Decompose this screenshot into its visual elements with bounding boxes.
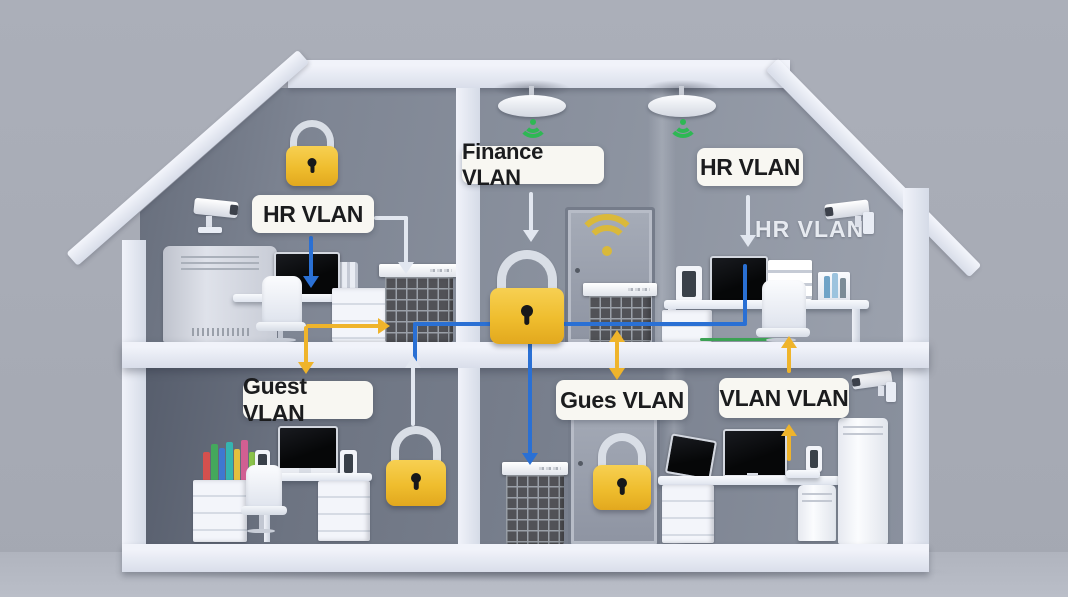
wall-text-hr-vlan: HR VLAN	[755, 216, 865, 242]
chair-seat	[756, 328, 810, 337]
arrow-up-head	[781, 336, 797, 348]
router	[786, 470, 820, 478]
firewall-bricks	[506, 475, 564, 544]
phone-dock	[340, 450, 357, 477]
gray-connector-line	[374, 216, 408, 220]
arrow-down-head	[523, 230, 539, 242]
access-point-icon	[640, 79, 724, 117]
security-camera-icon	[190, 197, 244, 236]
roof-flat	[288, 60, 790, 88]
yellow-connector-line	[615, 341, 619, 369]
vlan-label-text: HR VLAN	[699, 153, 801, 180]
padlock-icon	[490, 250, 564, 344]
access-point-icon	[490, 79, 574, 117]
room-divider-upper	[456, 88, 480, 342]
phone-dock	[676, 266, 702, 302]
firewall-icon	[583, 283, 657, 296]
floor-slab-bottom	[122, 544, 929, 572]
monitor-stand	[299, 468, 311, 474]
server-tower	[838, 418, 888, 544]
gray-arrow-line	[529, 192, 533, 232]
arrow-down-head	[303, 276, 319, 288]
arrow-down-head	[740, 235, 756, 247]
security-camera-icon	[823, 199, 879, 236]
office-chair	[246, 465, 282, 511]
floor-slab-mid	[122, 342, 929, 368]
chair-seat	[241, 506, 287, 515]
padlock-icon	[386, 426, 446, 506]
wall-left	[122, 240, 146, 572]
arrow-up-head	[405, 356, 421, 368]
pc-tower	[798, 485, 836, 541]
vlan-label-text: Finance VLAN	[462, 139, 544, 190]
chair-base	[266, 338, 296, 342]
vlan-label-finance: Finance VLAN	[462, 139, 604, 190]
desk-leg	[852, 309, 860, 342]
arrow-up-head	[609, 330, 625, 342]
drawer-unit	[662, 485, 714, 543]
chair-post	[278, 331, 283, 339]
chair-seat	[256, 322, 306, 331]
yellow-network-line	[306, 324, 380, 328]
arrow-down-head	[398, 262, 414, 274]
wifi-icon	[575, 214, 639, 260]
yellow-connector-line	[787, 347, 791, 373]
arrow-down-head	[298, 362, 314, 374]
arrow-up-head	[781, 424, 797, 436]
chair-base	[247, 529, 275, 533]
monitor	[664, 433, 718, 481]
blue-connector-line	[528, 337, 532, 455]
yellow-connector-line	[787, 435, 791, 461]
padlock-icon	[286, 120, 338, 186]
vlan-label-guest-center: Gues VLAN	[556, 380, 688, 420]
blue-network-line	[413, 322, 747, 326]
gray-connector-line	[404, 216, 408, 264]
monitor	[710, 256, 768, 304]
vlan-label-hr-attic: HR VLAN	[252, 195, 374, 233]
drawer-unit	[318, 481, 370, 541]
blue-network-riser	[743, 264, 747, 324]
wifi-status-icon	[518, 108, 548, 138]
vlan-label-hr-right: HR VLAN	[697, 148, 803, 186]
blue-network-drop	[413, 324, 417, 362]
drawer-unit	[193, 480, 247, 542]
wall-right	[903, 188, 929, 572]
cable-green	[700, 338, 775, 341]
file-holder	[818, 272, 850, 302]
arrow-right-head	[378, 318, 390, 334]
wifi-status-icon	[668, 108, 698, 138]
firewall-icon	[379, 264, 459, 277]
vlan-label-text: HR VLAN	[262, 200, 364, 227]
padlock-icon	[593, 433, 651, 510]
desk	[260, 473, 372, 481]
desk	[658, 476, 840, 485]
modem	[806, 446, 822, 472]
firewall-bricks	[385, 277, 453, 342]
office-chair	[262, 276, 302, 326]
desk	[233, 294, 395, 302]
room-divider-lower	[458, 368, 480, 544]
gray-arrow-line	[411, 366, 415, 426]
vlan-label-vlan-right: VLAN VLAN	[719, 378, 849, 418]
drawer-unit	[662, 310, 712, 342]
blue-arrow-line	[309, 236, 313, 278]
arrow-down-head	[522, 453, 538, 465]
chair-post	[259, 515, 264, 529]
vlan-label-text: Guest VLAN	[243, 373, 307, 426]
arrow-down-head	[609, 368, 625, 380]
vlan-label-text: Gues VLAN	[560, 386, 684, 413]
yellow-network-drop	[304, 326, 308, 364]
security-camera-icon	[850, 370, 900, 402]
gray-arrow-line	[746, 195, 750, 237]
vlan-label-text: VLAN VLAN	[719, 384, 849, 411]
room-divider-shade-upper	[648, 88, 676, 342]
vlan-label-guest: Guest VLAN	[243, 373, 373, 426]
firewall-icon	[502, 462, 568, 475]
office-chair	[762, 280, 806, 332]
